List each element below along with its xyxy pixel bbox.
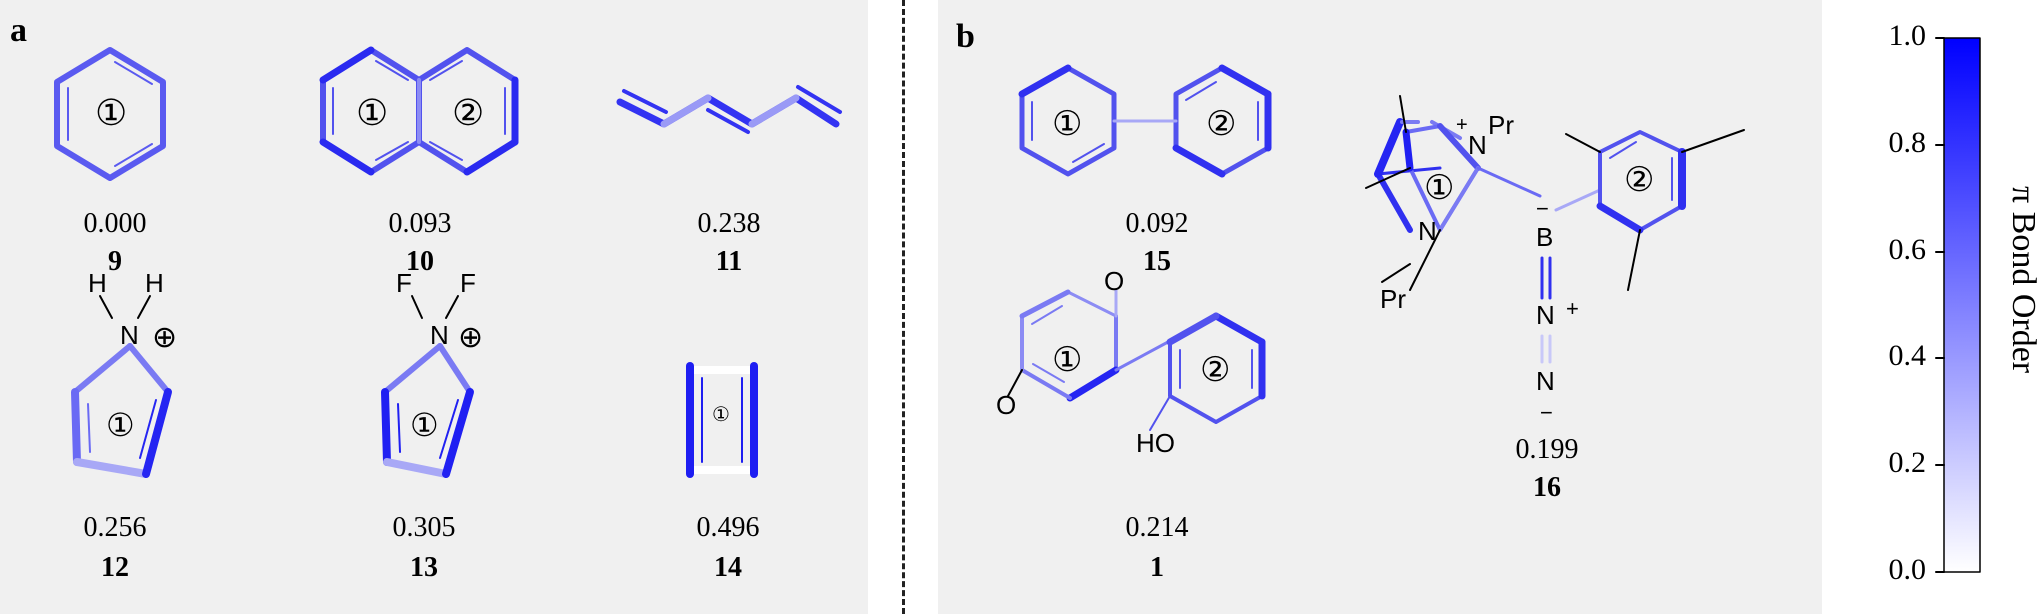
panel-b [938, 0, 1822, 614]
atom-pr: Pr [1488, 110, 1514, 140]
atom-n: N [1536, 366, 1555, 396]
charge-plus: ⊕ [458, 321, 484, 354]
charge-plus: ⊕ [152, 321, 178, 354]
atom-ho: HO [1136, 428, 1175, 458]
ring-label: ① [410, 407, 439, 443]
atom-f: F [396, 268, 412, 298]
ring-label: ② [1624, 161, 1655, 199]
colorbar-ticks [1935, 37, 1945, 573]
compound-number-12: 12 [101, 552, 129, 583]
atom-o: O [1104, 266, 1125, 296]
atom-b: B [1536, 222, 1554, 252]
ring-label: ① [356, 92, 389, 133]
compound-number-11: 11 [715, 246, 743, 277]
ring-label: ① [1052, 105, 1083, 143]
molecule-9-benzene [54, 47, 166, 181]
value-16: 0.199 [1515, 434, 1579, 465]
atom-h: H [145, 268, 164, 298]
colorbar-tick-label: 1.0 [1888, 19, 1927, 52]
value-11: 0.238 [697, 208, 761, 239]
colorbar-tick-label: 0.8 [1888, 126, 1927, 159]
charge-plus: + [1456, 114, 1468, 136]
atom-f: F [460, 268, 476, 298]
compound-number-15: 15 [1143, 246, 1171, 277]
panel-divider [902, 0, 905, 614]
value-1: 0.214 [1125, 512, 1189, 543]
atom-n: N [1536, 300, 1555, 330]
molecule-11-hexatriene [616, 85, 842, 134]
colorbar-gradient [1943, 37, 1981, 573]
charge-plus: + [1566, 296, 1579, 321]
value-15: 0.092 [1125, 208, 1189, 239]
charge-minus: − [1536, 196, 1549, 221]
ring-label: ② [1200, 351, 1231, 389]
molecule-12-pyrrolium [71, 295, 172, 478]
atom-o: O [996, 390, 1017, 420]
colorbar-tick-label: 0.2 [1888, 446, 1927, 479]
panel-a-label: a [10, 12, 27, 49]
compound-number-13: 13 [410, 552, 438, 583]
molecule-14-cyclobutadiene [686, 362, 758, 478]
ring-label: ① [1424, 169, 1455, 207]
ring-label: ① [95, 92, 128, 133]
ring-label: ① [712, 404, 730, 426]
colorbar-title: π Bond Order [2005, 186, 2042, 374]
molecule-15-biphenyl [1018, 64, 1272, 178]
value-12: 0.256 [83, 512, 147, 543]
ring-label: ① [106, 407, 135, 443]
colorbar-tick-label: 0.6 [1888, 233, 1927, 266]
value-9: 0.000 [83, 208, 147, 239]
colorbar-tick-label: 0.4 [1888, 339, 1927, 372]
compound-number-10: 10 [406, 246, 434, 277]
colorbar-tick-label: 0.0 [1888, 553, 1927, 586]
charge-minus: − [1540, 400, 1553, 425]
atom-n: N [120, 320, 139, 350]
compound-number-9: 9 [108, 246, 122, 277]
molecule-16-borane [1365, 95, 1745, 364]
atom-n: N [1468, 130, 1487, 160]
compound-number-16: 16 [1533, 472, 1561, 503]
ring-label: ② [1206, 105, 1237, 143]
value-14: 0.496 [696, 512, 760, 543]
compound-number-14: 14 [714, 552, 742, 583]
molecule-13-difluoropyrrolium [381, 295, 474, 478]
ring-label: ② [452, 92, 485, 133]
atom-n: N [1418, 216, 1437, 246]
panel-b-label: b [956, 18, 975, 55]
atom-n: N [430, 320, 449, 350]
value-13: 0.305 [392, 512, 456, 543]
molecule-10-naphthalene [319, 46, 519, 176]
ring-label: ① [1052, 341, 1083, 379]
compound-number-1: 1 [1150, 552, 1164, 583]
molecule-1-quinone-phenol [1007, 288, 1266, 431]
atom-h: H [88, 268, 107, 298]
value-10: 0.093 [388, 208, 452, 239]
atom-pr: Pr [1380, 284, 1406, 314]
